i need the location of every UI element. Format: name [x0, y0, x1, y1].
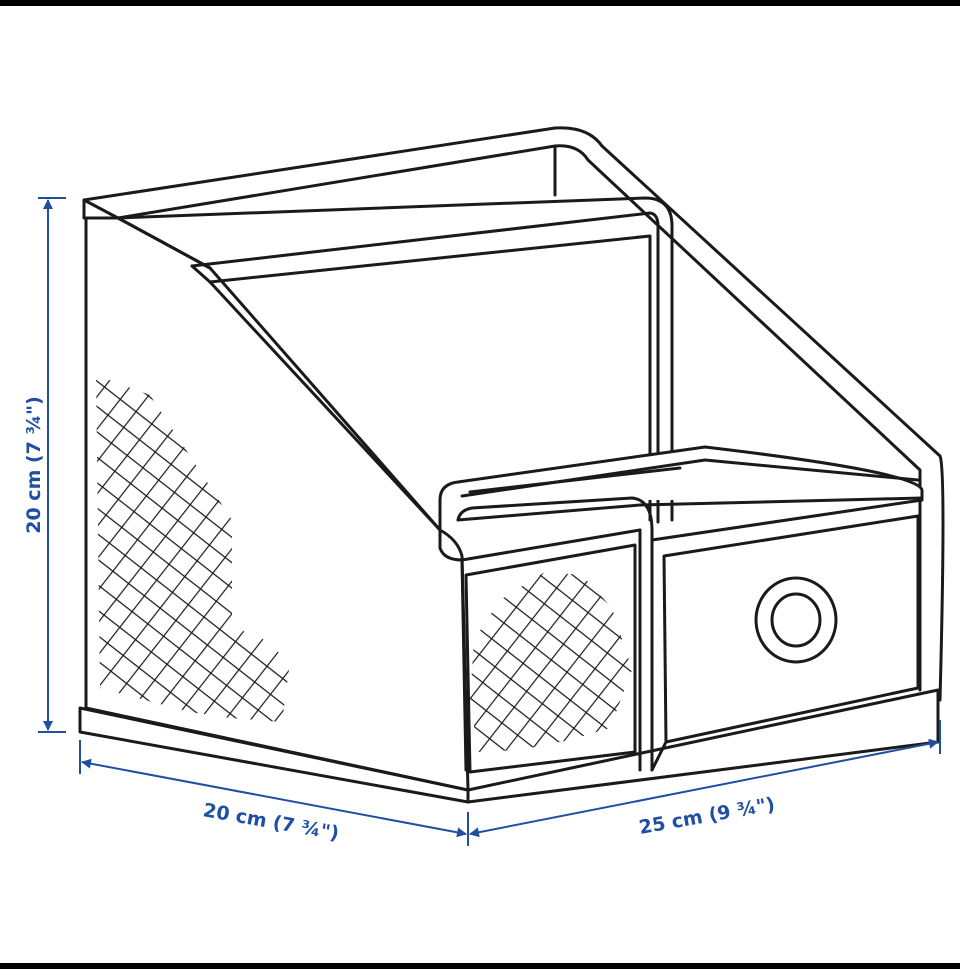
height-dimension-label: 20 cm (7 ¾")	[23, 396, 45, 534]
back-rim	[82, 126, 945, 702]
divider-panel	[208, 234, 652, 522]
round-knob-icon	[754, 576, 838, 664]
center-divider	[638, 528, 654, 772]
drawer-housing-top	[438, 445, 924, 502]
front-top-rail	[116, 196, 674, 522]
dimension-lines	[38, 197, 941, 846]
right-drawer-front	[662, 514, 920, 744]
